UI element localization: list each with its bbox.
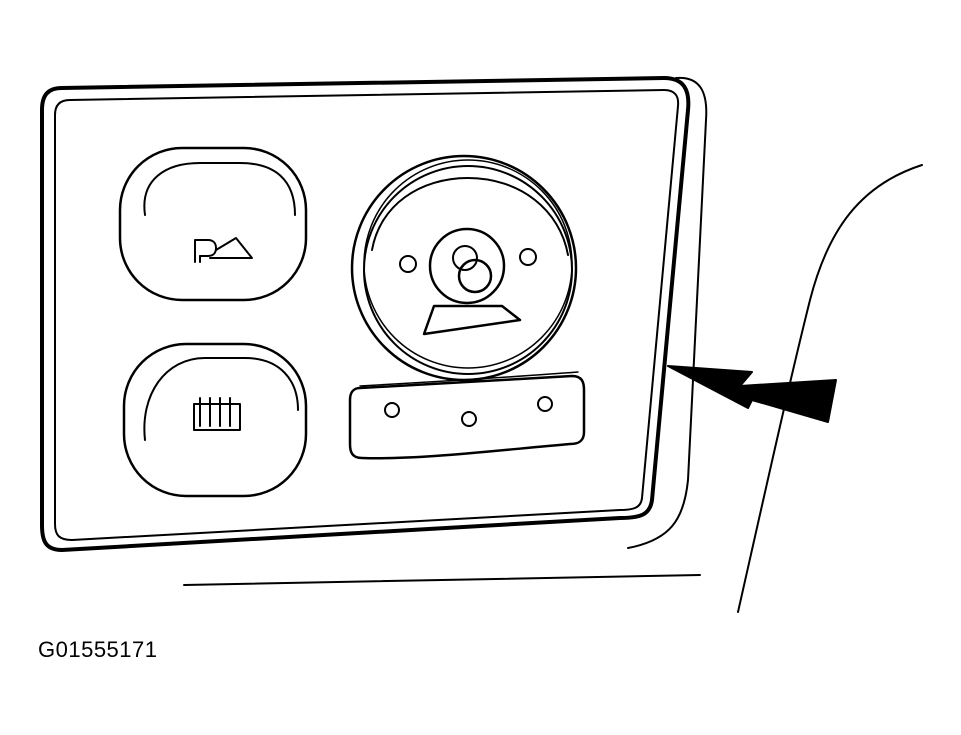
switch-outer-rim [118,146,308,302]
parking-brake-icon [194,237,253,263]
joystick-base [428,227,506,305]
rear-defrost-switch[interactable] [122,342,308,498]
knob-edge-accent [371,177,569,256]
selector-position-right [537,396,553,412]
selector-position-center [461,411,477,427]
switch-highlight [143,162,296,216]
switch-bezel [40,76,691,552]
left-mirror-indicator [399,255,417,273]
trim-outer-edge [627,76,708,549]
joystick-shaft [452,245,478,271]
bezel-outer [40,76,691,552]
mirror-selector-strip[interactable] [348,371,586,460]
figure-id-label: G01555171 [38,637,158,662]
park-brake-switch[interactable] [118,146,308,302]
bezel-inner [54,89,680,541]
trim-bottom-line [183,574,701,586]
knob-face [363,165,573,375]
joystick-head[interactable] [457,258,493,294]
door-trim [183,76,923,613]
knob-outer-ring [350,154,578,382]
switch-outer-rim [122,342,308,498]
pointer-arrow-icon [667,365,837,423]
selector-plate-edge [359,371,579,387]
switch-highlight [143,357,299,441]
rear-defrost-icon [193,397,241,431]
selector-plate [348,374,586,460]
selector-position-left [384,402,400,418]
right-mirror-indicator [519,248,537,266]
door-curve [737,164,923,613]
direction-segment [422,304,522,336]
mirror-control-knob[interactable] [350,154,578,382]
knob-inner-ring [363,159,573,369]
